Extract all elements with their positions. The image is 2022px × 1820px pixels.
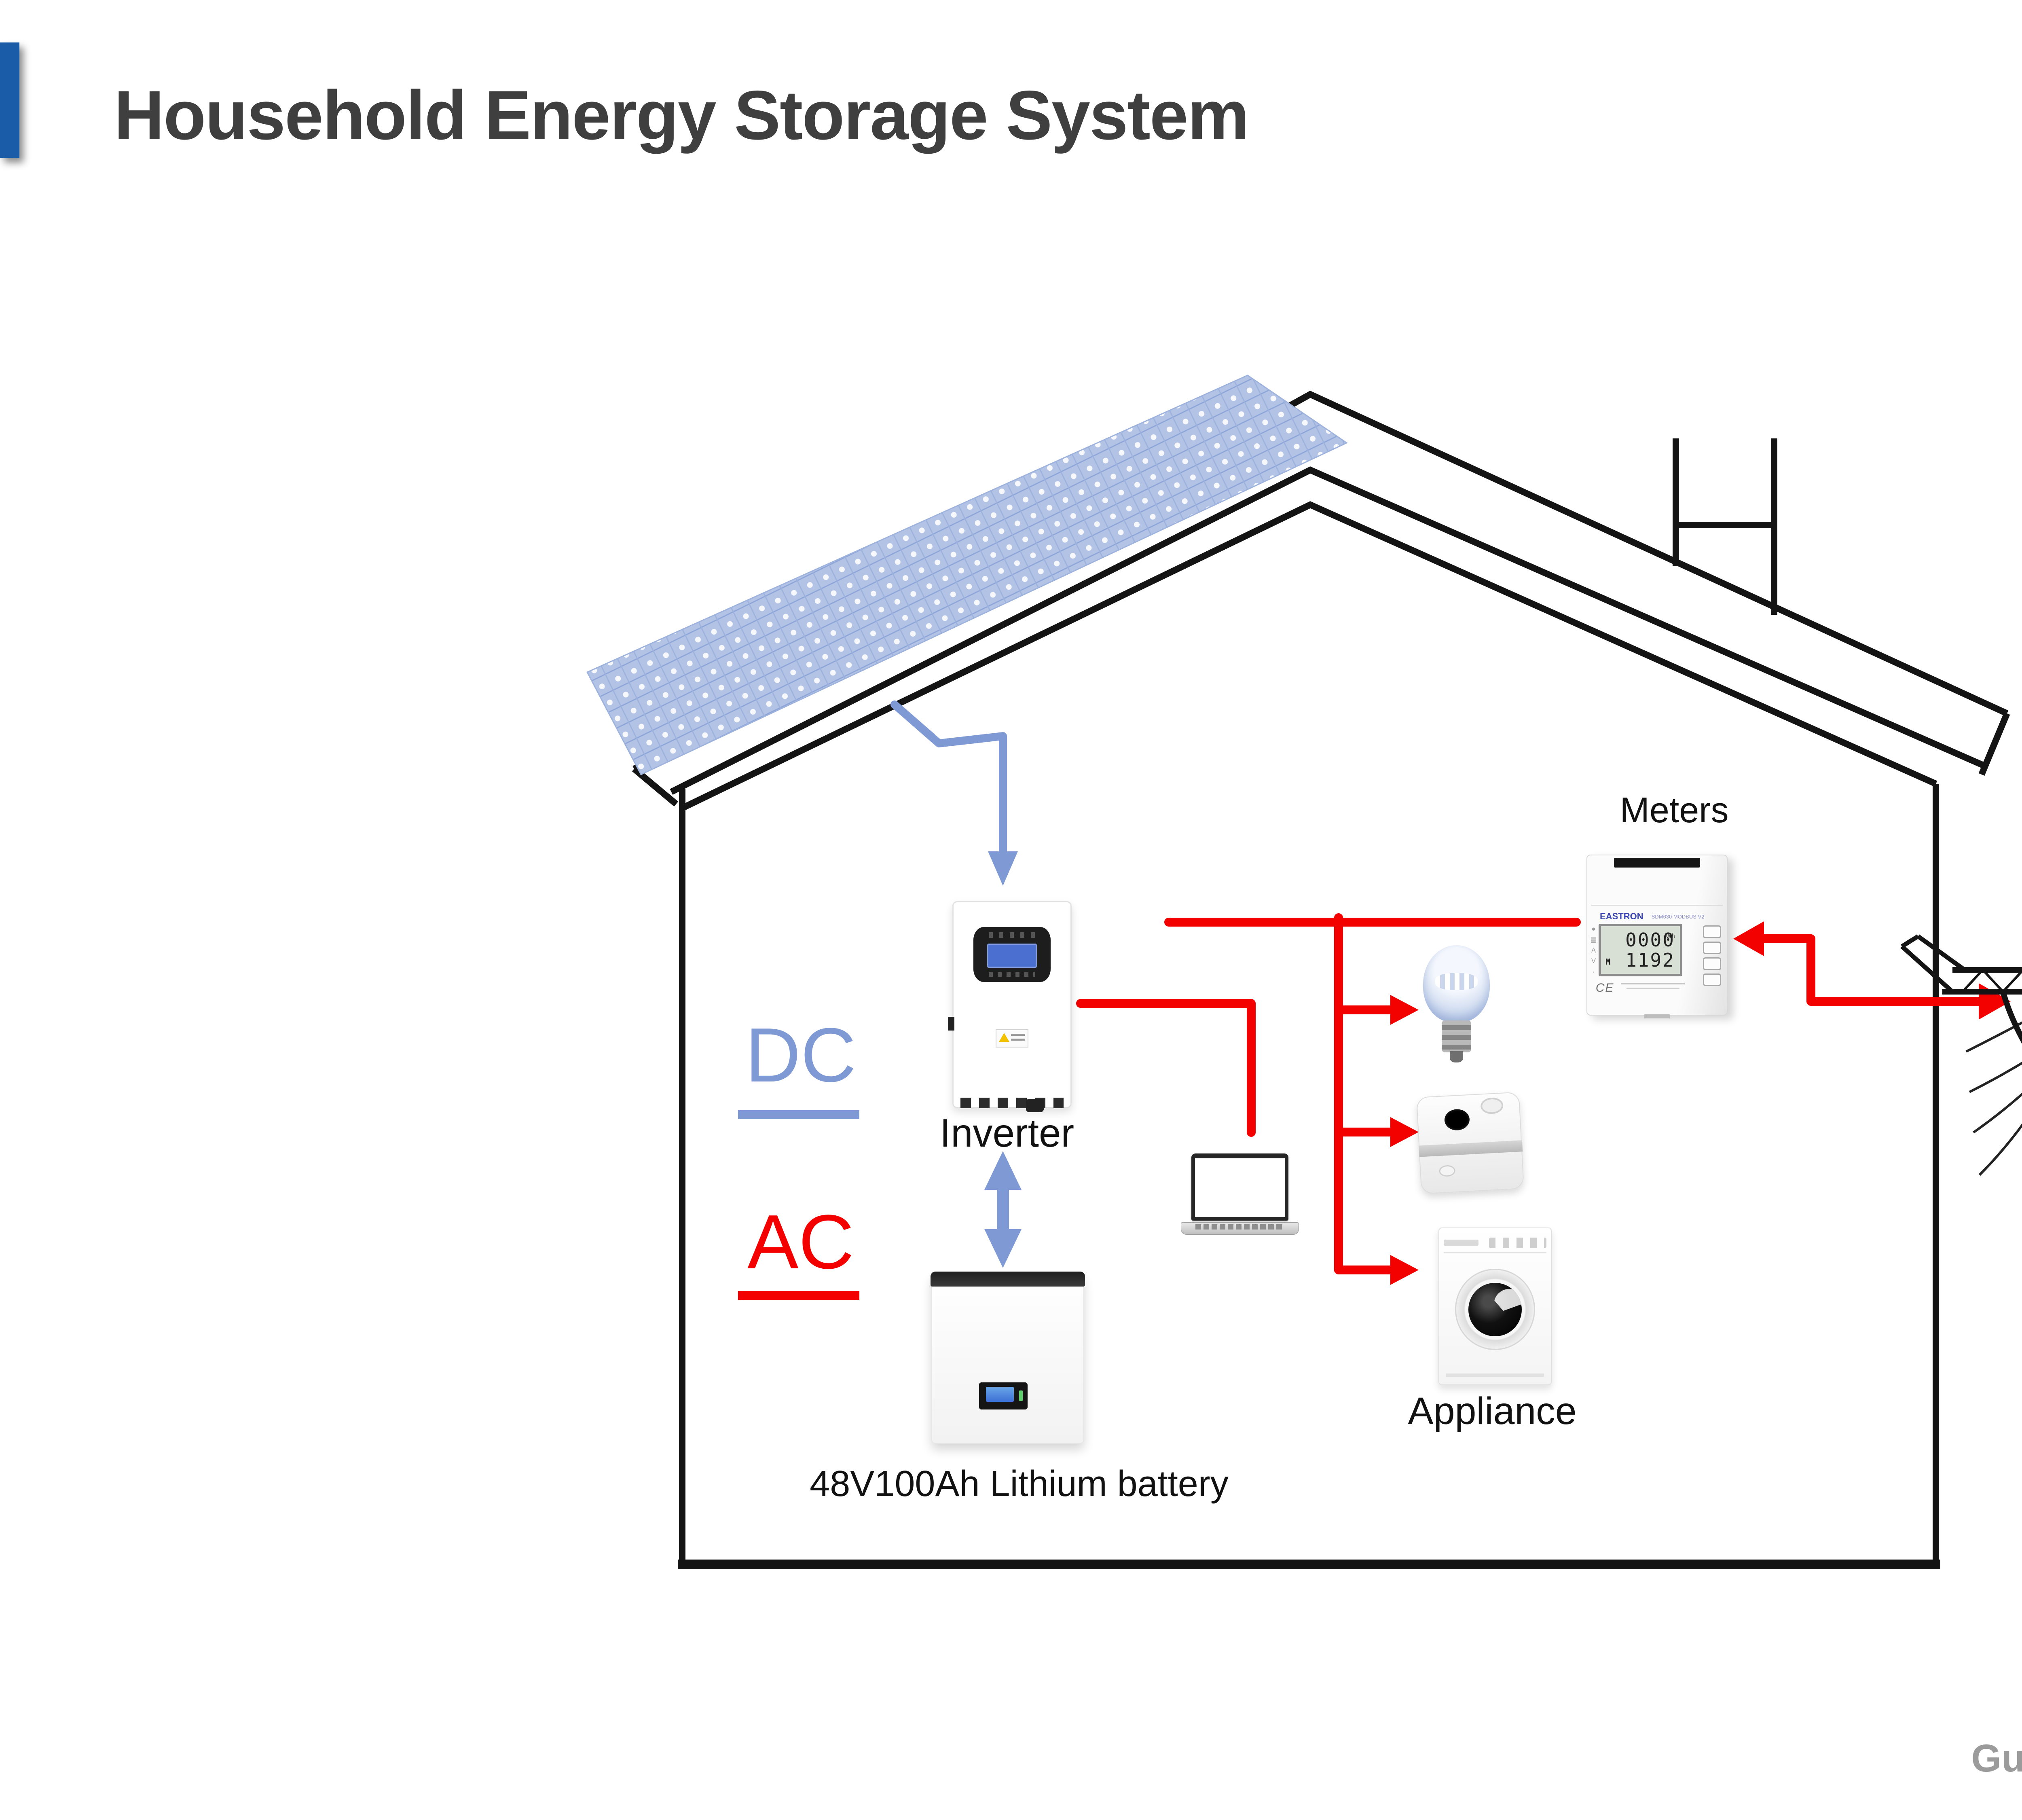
inverter-display [973,927,1051,982]
dc-coupling-arrow [984,1151,1022,1268]
washing-machine [1438,1227,1552,1385]
inverter-bracket [948,1017,954,1031]
meter-lcd: 0000 kWh M 1192 [1598,924,1682,977]
battery-label: 48V100Ah Lithium battery [810,1464,1229,1504]
meter-button [1703,973,1722,986]
inverter-unit [948,901,1072,1112]
meter-arrowhead [1733,921,1764,956]
appliance-label: Appliance [1408,1390,1577,1433]
meter-model: SDM630 MODBUS V2 [1651,913,1705,920]
meter-terminal-cover [1614,857,1701,868]
meter-reading-top: 0000 [1625,929,1675,951]
battery-unit [931,1271,1085,1444]
socket-arrowhead [1390,1117,1419,1147]
meter-button [1703,957,1722,970]
meter-brand: EASTRON [1600,911,1643,921]
chimney [1673,438,1777,615]
battery-led [1019,1390,1023,1401]
meter-button [1703,941,1722,954]
bulb-screw-base [1442,1020,1471,1053]
warning-label [996,1029,1028,1048]
meter-reading-bottom: 1192 [1625,949,1675,971]
ac-wiring [1076,913,1986,1274]
battery-display [979,1382,1028,1409]
battery-screen [986,1386,1014,1402]
washer-arrowhead [1390,1255,1419,1285]
inverter-connector [1026,1098,1044,1112]
inverter-buttons [989,972,1035,977]
meter-grid-line [1757,934,1986,1006]
power-wires [1965,1021,2022,1176]
smart-socket [1416,1092,1525,1194]
laptop-screen [1191,1153,1288,1221]
monitor-line [1076,999,1256,1137]
meter-mode: M [1605,957,1611,967]
laptop-keyboard [1181,1222,1299,1235]
laptop [1181,1153,1299,1236]
energy-meter: EASTRON SDM630 MODBUS V2 0000 kWh M 1192… [1586,855,1728,1018]
inverter-screen [987,943,1037,968]
meter-button [1703,925,1722,938]
solar-panel [586,375,1348,775]
inverter-ports [960,1098,1064,1108]
meters-label: Meters [1620,790,1729,830]
meter-din-clip [1644,1014,1670,1018]
pv-dc-arrow [890,700,1018,886]
footer-company: Guangdong iFlowpower Technology Co., Ltd… [1971,1737,2022,1780]
meter-ce-mark: CE [1595,981,1614,995]
ac-label: AC [747,1199,854,1285]
bulb-arrowhead [1390,995,1419,1025]
meter-side-icons: ● ▤ A V · [1590,925,1597,976]
dc-label: DC [745,1012,857,1098]
washer-door [1455,1269,1536,1350]
led-bulb [1423,945,1490,1069]
battery-top-cap [931,1271,1085,1287]
page-title: Household Energy Storage System [114,76,1249,154]
dc-underline [738,1110,859,1119]
ac-underline [738,1291,859,1300]
footer: Guangdong iFlowpower Technology Co., Ltd… [1971,1726,2022,1791]
accent-bar [0,42,19,158]
inverter-leds [989,932,1035,938]
meter-unit: kWh [1665,933,1675,940]
inverter-label: Inverter [939,1111,1074,1155]
